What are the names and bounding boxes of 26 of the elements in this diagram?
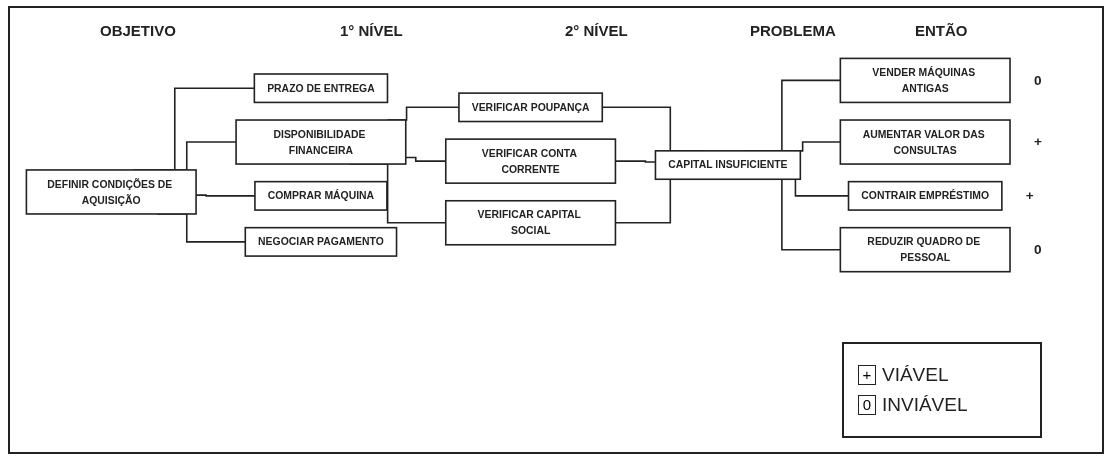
column-header: OBJETIVO bbox=[100, 22, 176, 39]
node-label: 0 bbox=[1034, 72, 1042, 88]
node-box: VERIFICAR POUPANÇA bbox=[458, 92, 604, 123]
node-label: 0 bbox=[1034, 241, 1042, 258]
node-box: AUMENTAR VALOR DAS CONSULTAS bbox=[839, 119, 1011, 165]
node-box: VERIFICAR CAPITAL SOCIAL bbox=[444, 199, 617, 246]
node-box: PRAZO DE ENTREGA bbox=[253, 73, 389, 104]
legend-symbol: + bbox=[858, 365, 876, 385]
legend-label: INVIÁVEL bbox=[882, 394, 968, 416]
node-box: REDUZIR QUADRO DE PESSOAL bbox=[839, 226, 1011, 273]
node-box: COMPRAR MÁQUINA bbox=[254, 180, 388, 211]
node-label: + bbox=[1034, 134, 1042, 150]
node-label: + bbox=[1025, 188, 1034, 204]
column-header: 2° NÍVEL bbox=[565, 22, 628, 39]
node-box: VENDER MÁQUINAS ANTIGAS bbox=[839, 57, 1011, 104]
legend-label: VIÁVEL bbox=[882, 364, 949, 386]
column-header: PROBLEMA bbox=[750, 22, 836, 39]
node-box: CAPITAL INSUFICIENTE bbox=[654, 150, 802, 181]
column-header: ENTÃO bbox=[915, 22, 968, 39]
node-box: NEGOCIAR PAGAMENTO bbox=[244, 226, 398, 257]
node-box: CONTRAIR EMPRÉSTIMO bbox=[847, 180, 1003, 211]
node-box: DEFINIR CONDIÇÕES DE AQUISIÇÃO bbox=[25, 169, 197, 215]
column-header: 1° NÍVEL bbox=[340, 22, 403, 39]
node-box: VERIFICAR CONTA CORRENTE bbox=[444, 138, 617, 184]
node-box: DISPONIBILIDADE FINANCEIRA bbox=[235, 119, 407, 165]
legend-symbol: 0 bbox=[858, 395, 876, 415]
